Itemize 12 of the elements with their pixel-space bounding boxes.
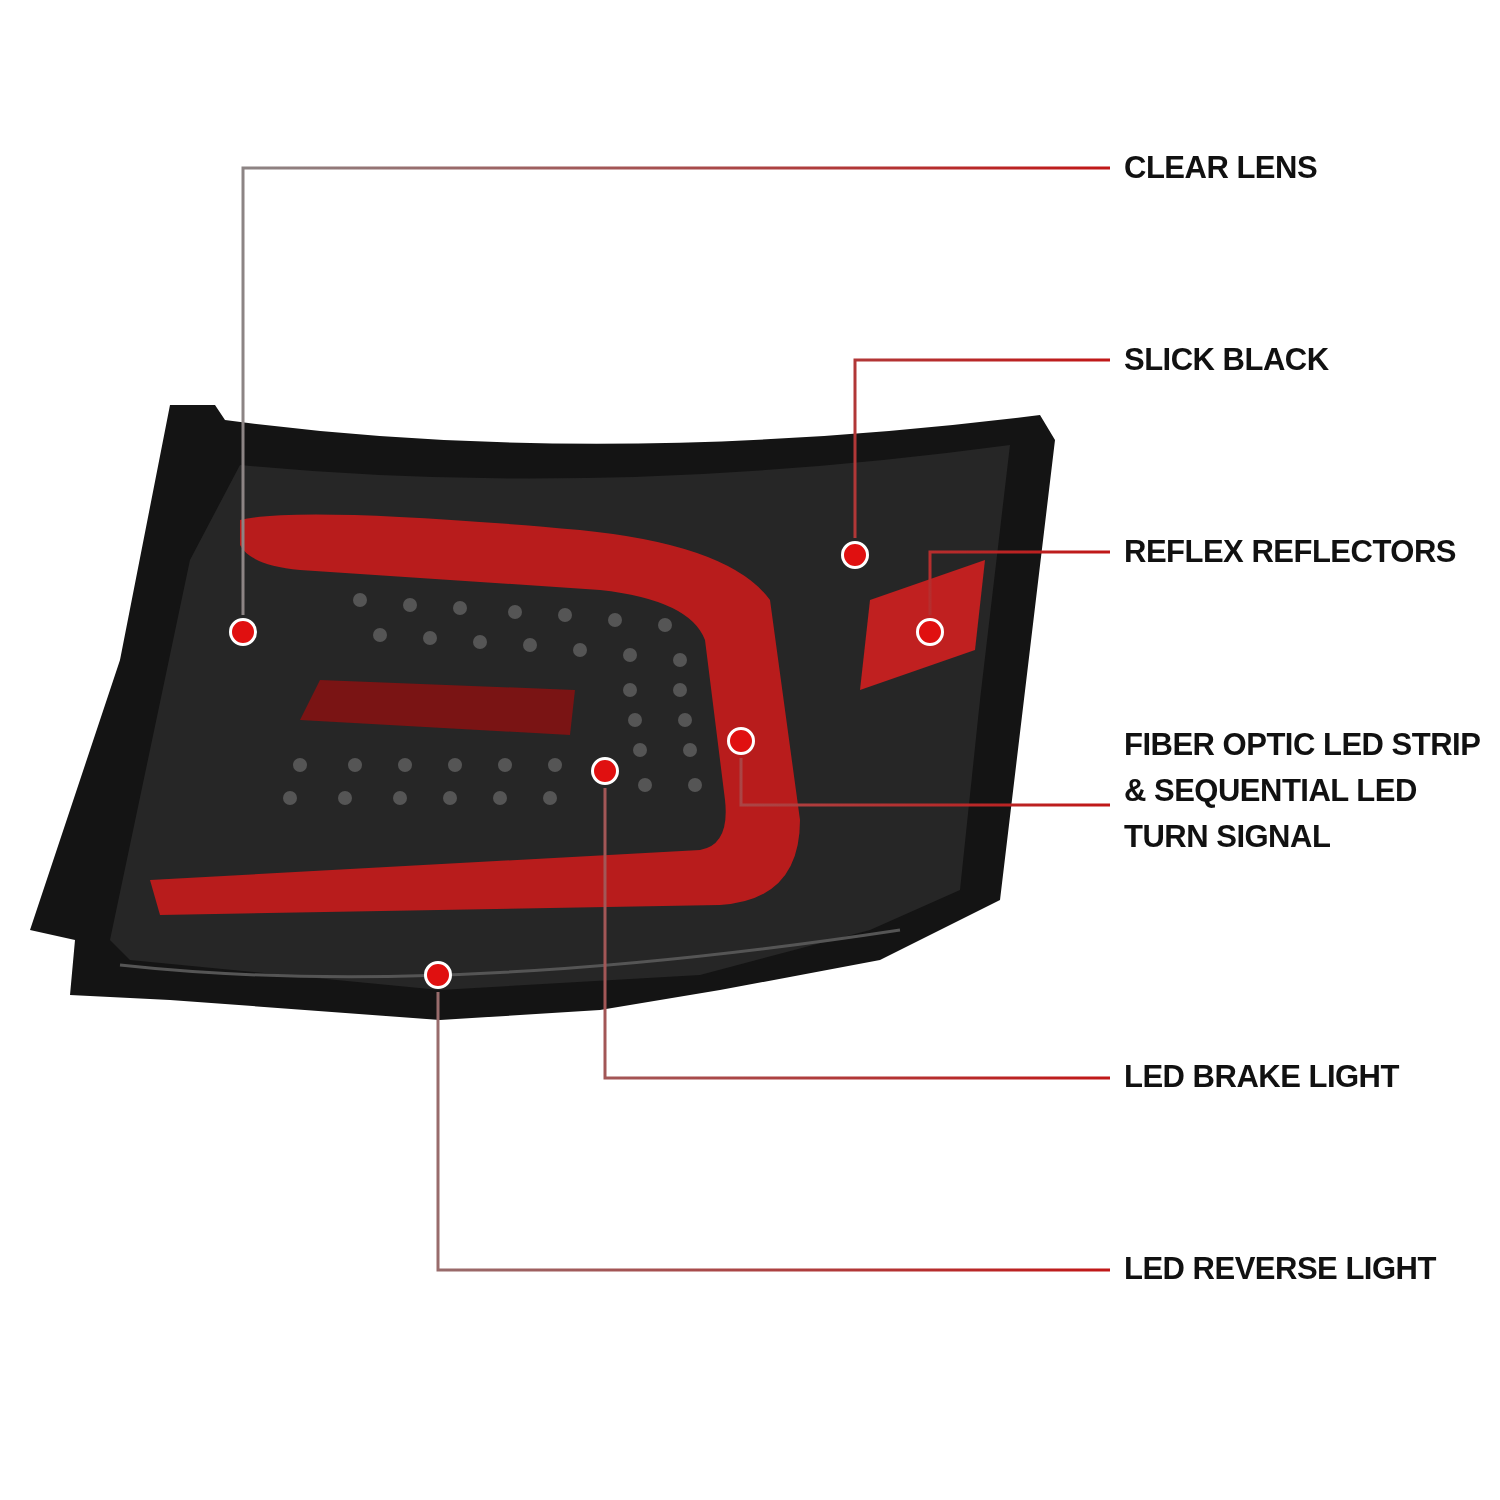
- callout-label: SLICK BLACK: [1110, 337, 1500, 383]
- leader-line: [436, 992, 1110, 1272]
- leader-line: [928, 550, 1110, 615]
- leader-line: [853, 358, 1110, 538]
- leader-line: [739, 758, 1110, 807]
- callout-label: CLEAR LENS: [1110, 145, 1500, 191]
- callout-label: LED REVERSE LIGHT: [1110, 1246, 1500, 1292]
- leader-line: [241, 166, 1110, 615]
- callout-label: REFLEX REFLECTORS: [1110, 529, 1500, 575]
- callout-label: FIBER OPTIC LED STRIP & SEQUENTIAL LED TURN SIGNAL: [1110, 722, 1500, 860]
- leader-line: [603, 788, 1110, 1080]
- callout-label: LED BRAKE LIGHT: [1110, 1054, 1500, 1100]
